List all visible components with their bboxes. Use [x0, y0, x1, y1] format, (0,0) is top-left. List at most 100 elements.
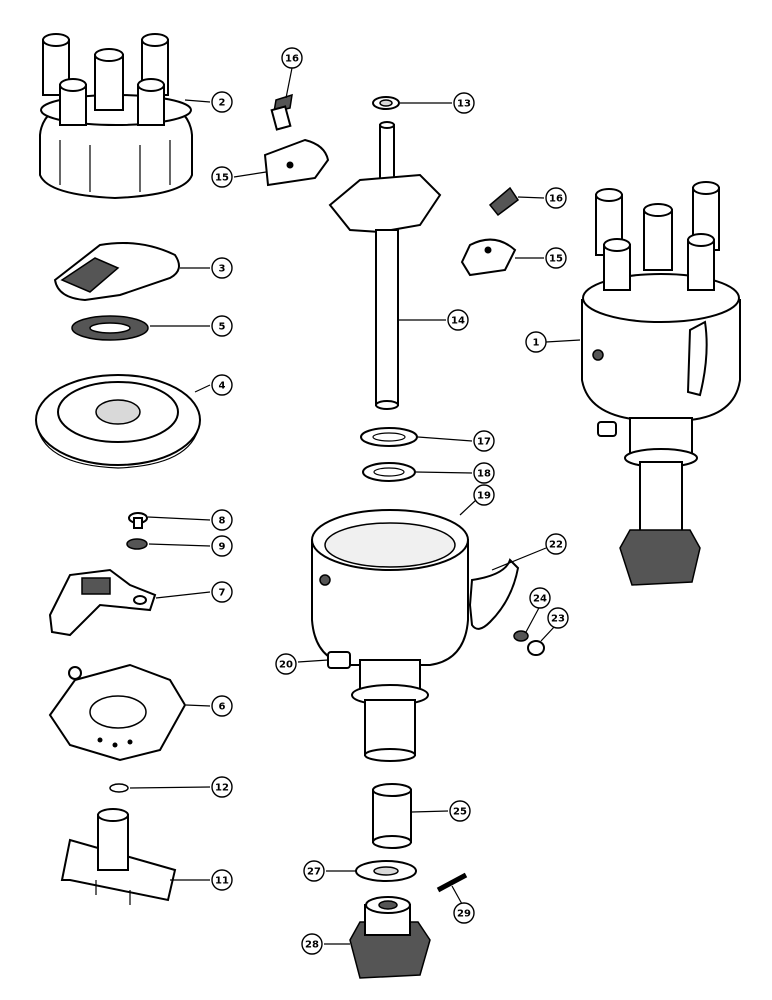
contact-points-part — [48, 568, 157, 637]
gear-pin-part — [436, 872, 468, 893]
callout-22: 22 — [545, 533, 567, 555]
callout-circle — [301, 933, 323, 955]
callout-number: 27 — [307, 867, 321, 878]
callout-number: 12 — [215, 783, 229, 794]
callout-circle — [545, 533, 567, 555]
felt-washer-part — [71, 315, 149, 341]
callout-15: 15 — [211, 166, 233, 188]
advance-weight-part-2 — [460, 238, 517, 277]
callout-13: 13 — [453, 92, 475, 114]
callout-27: 27 — [303, 860, 325, 882]
callout-number: 6 — [219, 702, 226, 713]
callout-circle — [211, 91, 233, 113]
callout-circle — [453, 902, 475, 924]
callout-16: 16 — [281, 47, 303, 69]
callout-circle — [211, 374, 233, 396]
callout-circle — [211, 315, 233, 337]
callout-circle — [211, 509, 233, 531]
callout-16: 16 — [545, 187, 567, 209]
callout-circle — [473, 484, 495, 506]
callout-5: 5 — [211, 315, 233, 337]
shaft-nut-part — [372, 96, 400, 110]
callout-number: 19 — [477, 491, 491, 502]
advance-weight-part — [263, 138, 330, 187]
callout-number: 15 — [215, 173, 229, 184]
leader-lines — [129, 67, 581, 945]
distributor-housing-part — [311, 509, 469, 762]
callout-number: 8 — [219, 516, 226, 527]
callout-circle — [303, 860, 325, 882]
callout-number: 15 — [549, 254, 563, 265]
callout-circle — [447, 309, 469, 331]
callout-number: 14 — [451, 316, 465, 327]
callout-23: 23 — [547, 607, 569, 629]
callout-number: 25 — [453, 807, 467, 818]
drive-gear-part — [349, 896, 431, 979]
callout-circle — [545, 247, 567, 269]
callout-4: 4 — [211, 374, 233, 396]
callout-25: 25 — [449, 800, 471, 822]
callout-17: 17 — [473, 430, 495, 452]
callout-circle — [211, 166, 233, 188]
lock-washer-part — [126, 538, 148, 550]
callout-2: 2 — [211, 91, 233, 113]
thrust-washer-part — [360, 427, 418, 447]
rotor-part — [53, 242, 180, 302]
gear-washer-part — [355, 860, 417, 882]
callout-number: 11 — [215, 876, 229, 887]
spacer-washer-part — [362, 462, 416, 482]
callout-circle — [529, 587, 551, 609]
callout-24: 24 — [529, 587, 551, 609]
callout-20: 20 — [275, 653, 297, 675]
callout-9: 9 — [211, 535, 233, 557]
callout-number: 7 — [219, 588, 226, 599]
callout-7: 7 — [211, 581, 233, 603]
callout-number: 5 — [219, 322, 226, 333]
callout-8: 8 — [211, 509, 233, 531]
callout-number: 9 — [219, 542, 226, 553]
callout-12: 12 — [211, 776, 233, 798]
callout-number: 17 — [477, 437, 491, 448]
callout-14: 14 — [447, 309, 469, 331]
callout-6: 6 — [211, 695, 233, 717]
retainer-ring-part — [109, 783, 129, 793]
distributor-cap-part — [39, 33, 193, 200]
callout-circle — [211, 869, 233, 891]
callout-number: 29 — [457, 909, 471, 920]
callout-11: 11 — [211, 869, 233, 891]
callout-number: 23 — [551, 614, 565, 625]
callout-circle — [211, 535, 233, 557]
callout-number: 28 — [305, 940, 319, 951]
callout-circle — [453, 92, 475, 114]
callout-number: 18 — [477, 469, 491, 480]
callout-circle — [211, 695, 233, 717]
oil-cup-part — [327, 651, 351, 669]
callout-circle — [473, 462, 495, 484]
callout-circle — [547, 607, 569, 629]
bushing-part — [372, 783, 412, 849]
callout-circle — [211, 257, 233, 279]
callout-15: 15 — [545, 247, 567, 269]
distributor-shaft-part — [328, 121, 442, 410]
callout-circle — [281, 47, 303, 69]
callout-number: 20 — [279, 660, 293, 671]
callout-circle — [525, 331, 547, 353]
callout-3: 3 — [211, 257, 233, 279]
callout-number: 2 — [219, 98, 226, 109]
callout-circle — [545, 187, 567, 209]
callout-28: 28 — [301, 933, 323, 955]
callout-number: 22 — [549, 540, 563, 551]
callout-number: 24 — [533, 594, 547, 605]
cap-clip-part — [468, 558, 520, 630]
callout-number: 16 — [285, 54, 299, 65]
callout-18: 18 — [473, 462, 495, 484]
callout-circle — [275, 653, 297, 675]
callout-number: 3 — [219, 264, 226, 275]
callout-number: 1 — [533, 338, 540, 349]
clip-screw-part — [527, 640, 545, 656]
callout-circle — [211, 581, 233, 603]
callout-number: 16 — [549, 194, 563, 205]
dust-shield-part — [35, 374, 201, 469]
weight-spring-part-2 — [488, 186, 520, 217]
